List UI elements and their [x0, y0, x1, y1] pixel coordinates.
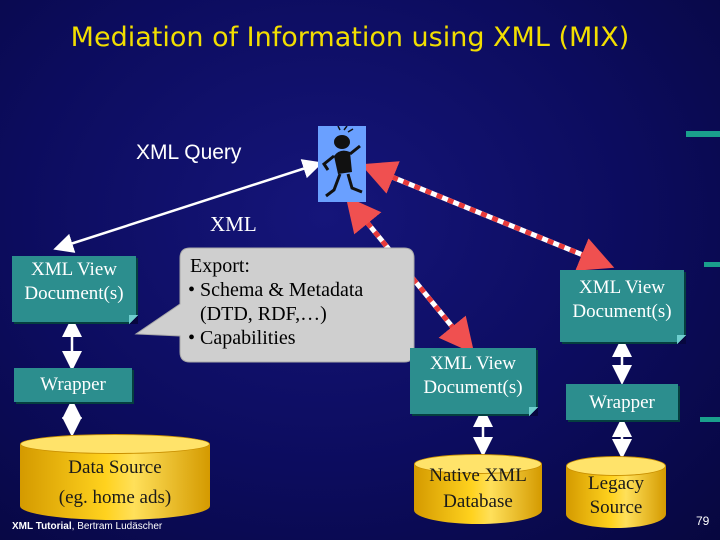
- doc-line: Document(s): [24, 283, 124, 304]
- doc-line: XML View: [31, 259, 117, 280]
- page-number: 79: [696, 514, 710, 528]
- footer-author: , Bertram Ludäscher: [71, 521, 163, 532]
- native-xml-database-cylinder: Native XML Database: [414, 454, 542, 524]
- xml-label: XML: [210, 212, 257, 236]
- export-callout-bubble: [134, 247, 415, 363]
- doc-line: XML View: [430, 353, 516, 374]
- doc-line: Document(s): [423, 377, 523, 398]
- person-figure-icon: [318, 125, 366, 202]
- callout-line: • Schema & Metadata: [188, 279, 364, 301]
- legacy-source-cylinder: Legacy Source: [566, 456, 666, 528]
- wrapper-right: Wrapper: [566, 384, 678, 420]
- decorative-stripe: [686, 131, 720, 137]
- footer: XML Tutorial, Bertram Ludäscher: [12, 521, 162, 532]
- xml-view-document-right: XML View Document(s): [560, 270, 686, 344]
- decorative-stripe: [700, 417, 720, 422]
- query-arrow-left: [53, 159, 323, 253]
- xml-view-document-left: XML View Document(s): [12, 256, 138, 324]
- export-callout-text: Export: • Schema & Metadata (DTD, RDF,…)…: [188, 254, 364, 350]
- decorative-stripe: [704, 262, 720, 267]
- doc-line: XML View: [579, 277, 665, 298]
- data-source-cylinder: Data Source (eg. home ads): [20, 434, 210, 520]
- wrapper-left: Wrapper: [14, 368, 132, 402]
- xml-query-label: XML Query: [136, 141, 242, 164]
- callout-line: (DTD, RDF,…): [200, 303, 327, 325]
- xml-view-document-middle: XML View Document(s): [410, 348, 538, 416]
- cylinder-label: Data Source (eg. home ads): [58, 457, 172, 508]
- callout-heading: Export:: [190, 255, 250, 277]
- cylinder-label: Legacy Source: [588, 473, 644, 518]
- slide-title: Mediation of Information using XML (MIX): [70, 22, 630, 53]
- footer-title: XML Tutorial: [12, 521, 72, 532]
- cylinder-label: Native XML Database: [429, 465, 527, 512]
- callout-line: • Capabilities: [188, 327, 296, 349]
- doc-line: Document(s): [572, 301, 672, 322]
